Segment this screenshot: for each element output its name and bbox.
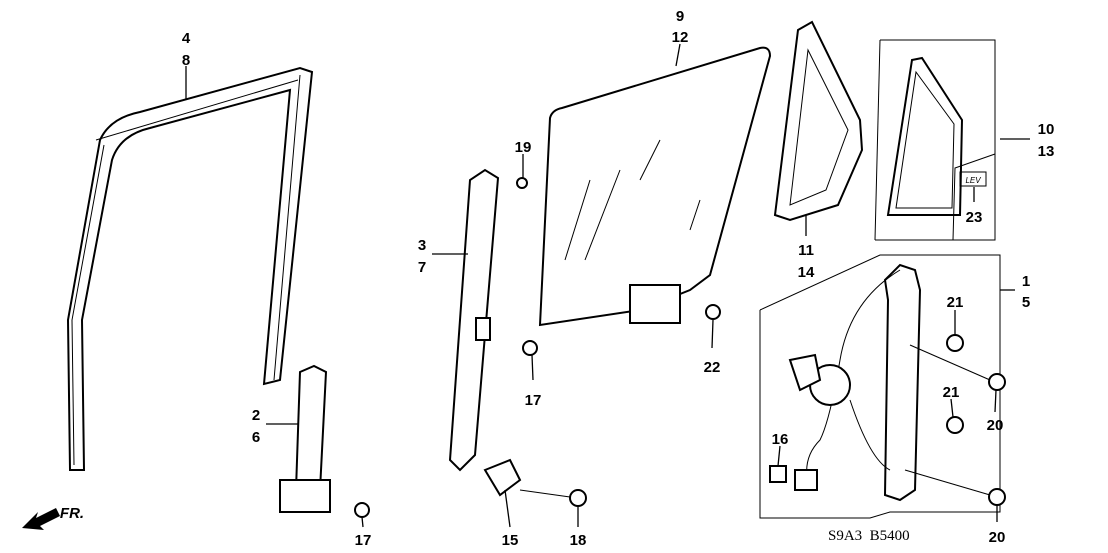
callout-5: 5 bbox=[1022, 294, 1030, 311]
callout-22: 22 bbox=[704, 359, 721, 376]
callout-7: 7 bbox=[418, 259, 426, 276]
callout-3: 3 bbox=[418, 237, 426, 254]
center-sash-part bbox=[448, 168, 500, 472]
callout-14: 14 bbox=[798, 264, 815, 281]
callout-17-lower: 17 bbox=[355, 532, 372, 549]
callout-10: 10 bbox=[1038, 121, 1055, 138]
leader-lines bbox=[185, 43, 1030, 528]
callout-16: 16 bbox=[772, 431, 789, 448]
callout-18: 18 bbox=[570, 532, 587, 549]
connector-16-part bbox=[769, 465, 787, 483]
callout-2: 2 bbox=[252, 407, 260, 424]
front-arrow-icon bbox=[22, 508, 60, 530]
door-glass-part bbox=[538, 46, 772, 327]
callout-6: 6 bbox=[252, 429, 260, 446]
callout-19: 19 bbox=[515, 139, 532, 156]
callout-4: 4 bbox=[182, 30, 191, 47]
callout-9: 9 bbox=[676, 8, 684, 25]
callout-20-lower: 20 bbox=[989, 529, 1006, 546]
callout-17-center: 17 bbox=[525, 392, 542, 409]
quarter-glass-part: LEV bbox=[874, 39, 996, 241]
callout-13: 13 bbox=[1038, 143, 1055, 160]
callout-12: 12 bbox=[672, 29, 689, 46]
callout-21-upper: 21 bbox=[947, 294, 964, 311]
lev-label-text: LEV bbox=[965, 176, 981, 185]
run-channel-part bbox=[66, 66, 314, 471]
window-regulator-part bbox=[759, 254, 1001, 519]
callout-20-upper: 20 bbox=[987, 417, 1004, 434]
rear-sash-part bbox=[279, 364, 331, 513]
front-indicator-label: FR. bbox=[60, 505, 84, 522]
callout-15: 15 bbox=[502, 532, 519, 549]
callout-21-lower: 21 bbox=[943, 384, 960, 401]
callout-1: 1 bbox=[1022, 273, 1030, 290]
lev-label-box bbox=[959, 171, 987, 187]
callout-8: 8 bbox=[182, 52, 190, 69]
quarter-sash-part bbox=[773, 20, 864, 222]
diagram-code: S9A3 B5400 bbox=[828, 528, 910, 544]
bolts bbox=[354, 177, 1006, 518]
callout-23: 23 bbox=[966, 209, 983, 226]
callout-11: 11 bbox=[798, 242, 814, 259]
